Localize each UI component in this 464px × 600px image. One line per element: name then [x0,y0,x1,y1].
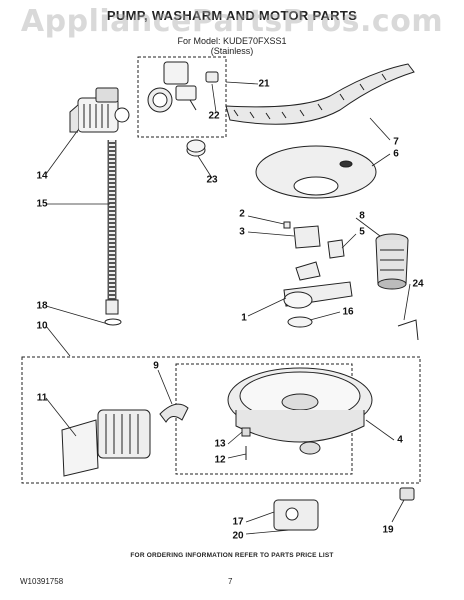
finish-line: (Stainless) [210,46,254,56]
pump-housing-part [61,409,151,477]
callout-19: 19 [382,524,394,536]
model-info: For Model: KUDE70FXSS1 (Stainless) [0,36,464,56]
sump-part [227,367,373,455]
chopper-assembly-part [283,261,353,309]
seal-part [186,139,206,157]
callout-3: 3 [239,226,245,238]
callout-1: 1 [241,312,247,324]
manifold-part [147,61,197,113]
assembly-box-top [137,56,227,138]
callout-14: 14 [36,170,48,182]
pump-motor-part [69,87,130,133]
callout-5: 5 [359,226,365,238]
callout-17: 17 [232,516,244,528]
callout-12: 12 [214,454,226,466]
callout-13: 13 [214,438,226,450]
callout-23: 23 [206,174,218,186]
sensor-part [241,427,251,437]
callout-7: 7 [393,136,399,148]
model-line: For Model: KUDE70FXSS1 [177,36,287,46]
thermostat-part [399,487,415,501]
retaining-clip-part [397,319,419,341]
bracket-part [283,221,345,259]
callout-18: 18 [36,300,48,312]
callout-2: 2 [239,208,245,220]
lower-wash-arm-part [225,63,415,125]
assembly-box-motor [21,356,421,484]
document-code: W10391758 [20,577,64,586]
hose-clamp-part [104,318,122,326]
callout-21: 21 [258,78,270,90]
clip-part [205,71,219,83]
callout-15: 15 [36,198,48,210]
filter-part [375,233,409,290]
callout-9: 9 [153,360,159,372]
drain-hose-part [105,140,119,315]
callout-20: 20 [232,530,244,542]
callout-4: 4 [397,434,403,446]
callout-6: 6 [393,148,399,160]
callout-24: 24 [412,278,424,290]
callout-22: 22 [208,110,220,122]
page-number: 7 [228,577,233,586]
ordering-note: FOR ORDERING INFORMATION REFER TO PARTS … [130,552,334,559]
drain-valve-part [273,499,319,531]
elbow-part [159,403,189,423]
leader-lines [45,81,411,535]
callout-8: 8 [359,210,365,222]
callout-11: 11 [36,392,48,404]
callout-10: 10 [36,320,48,332]
page-title: PUMP, WASHARM AND MOTOR PARTS [106,8,358,23]
gasket-part [287,316,313,328]
filter-cover-part [255,145,377,199]
callout-16: 16 [342,306,354,318]
